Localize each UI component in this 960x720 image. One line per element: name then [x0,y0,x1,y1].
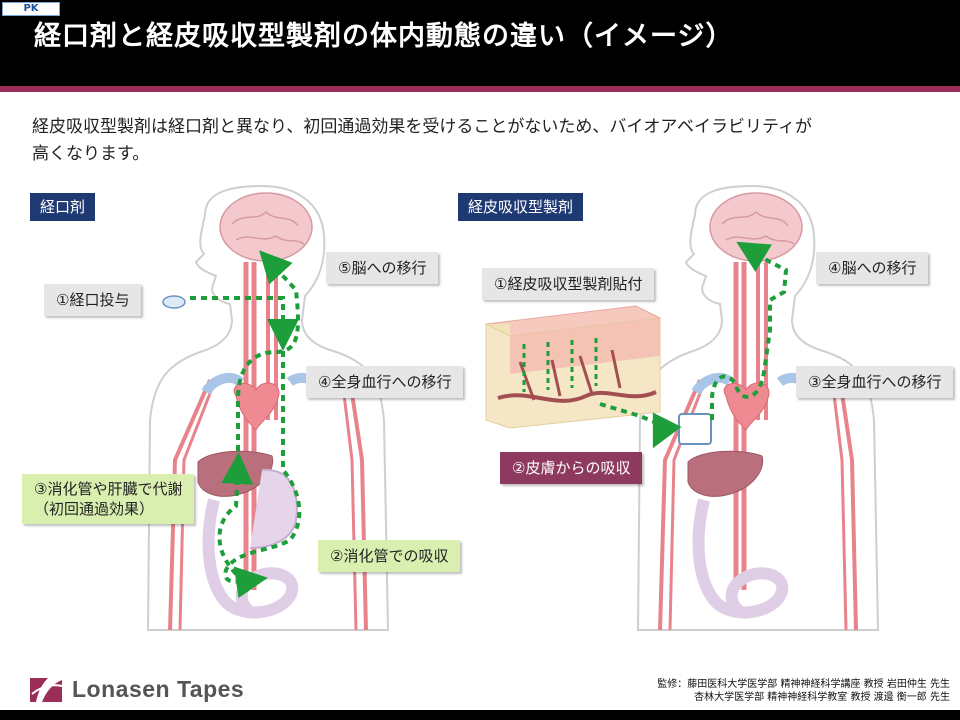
oral-pathway [190,250,302,599]
skin-cross-section [484,305,682,449]
oral-step-2-label: ②消化管での吸収 [318,540,461,572]
oral-step-3-label: ③消化管や肝臓で代謝 （初回通過効果） [22,474,195,524]
lead-line-1: 経皮吸収型製剤は経口剤と異なり、初回通過効果を受けることがないため、バイオアベイ… [32,117,812,137]
page-title: 経口剤と経皮吸収型製剤の体内動態の違い（イメージ） [34,21,734,52]
footer-credits: 監修：藤田医科大学医学部 精神神経科学講座 教授 岩田仲生 先生 杏林大学医学部… [657,678,950,704]
pk-tag: PK [2,2,60,16]
right-heart [723,382,770,431]
title-bar: PK 経口剤と経皮吸収型製剤の体内動態の違い（イメージ） [0,0,960,86]
left-body-figure [146,184,390,631]
left-brain [219,192,313,262]
header-accent-line [0,86,960,92]
transdermal-step-3-label: ③全身血行への移行 [796,366,954,398]
left-heart [233,382,280,431]
brand-logo: Lonasen Tapes [28,672,244,706]
transdermal-step-4-label: ④脳への移行 [816,252,929,284]
logo-text: Lonasen Tapes [72,675,245,702]
oral-step-3-line-1: ③消化管や肝臓で代謝 [34,480,183,498]
tablet-icon [162,295,186,309]
oral-step-4-label: ④全身血行への移行 [306,366,464,398]
footer-bar [0,710,960,720]
oral-step-3-line-2: （初回通過効果） [34,500,155,518]
transdermal-step-1-label: ①経皮吸収型製剤貼付 [482,268,655,300]
credit-line-2: 杏林大学医学部 精神神経科学教室 教授 渡邊 衡一郎 先生 [694,692,950,703]
credit-line-1: 監修：藤田医科大学医学部 精神神経科学講座 教授 岩田仲生 先生 [657,679,950,690]
oral-step-1-label: ①経口投与 [44,284,142,316]
transdermal-pathway [710,241,789,420]
right-brain [709,192,803,262]
section-tag-transdermal: 経皮吸収型製剤 [458,193,584,221]
section-tag-oral: 経口剤 [30,193,96,221]
lead-text: 経皮吸収型製剤は経口剤と異なり、初回通過効果を受けることがないため、バイオアベイ… [32,114,912,168]
right-liver [687,450,764,497]
patch-icon [678,413,712,445]
transdermal-step-2-label: ②皮膚からの吸収 [500,452,643,484]
logo-mark-icon [30,678,63,702]
oral-step-5-label: ⑤脳への移行 [326,252,439,284]
lead-line-2: 高くなります。 [32,144,150,164]
